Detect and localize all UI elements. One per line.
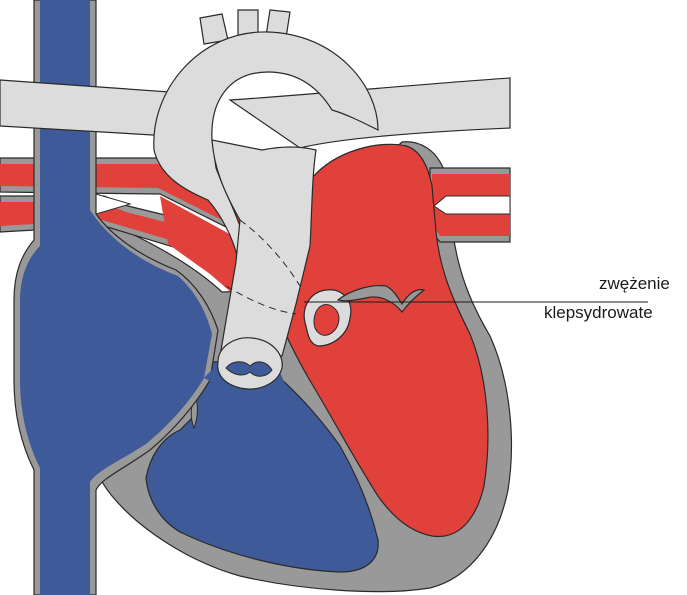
pulmonary-valve-ring: [217, 337, 283, 390]
pulmonary-valve-cusps: [225, 361, 273, 377]
hidden-contour-lower: [225, 285, 297, 315]
vena-cava-lumen: [20, 0, 212, 595]
pulmonary-artery-band: [0, 79, 171, 137]
callout-label-line2: klepsydrowate: [544, 303, 653, 322]
aortic-valve-cusps: [313, 304, 340, 336]
hourglass-stenosis: [336, 285, 426, 313]
aortic-arch: [153, 31, 379, 261]
callout-label-line1: zwężenie: [599, 274, 670, 293]
pulmonary-vein-right-notch: [433, 195, 511, 215]
great-artery-trunk: [211, 139, 317, 357]
